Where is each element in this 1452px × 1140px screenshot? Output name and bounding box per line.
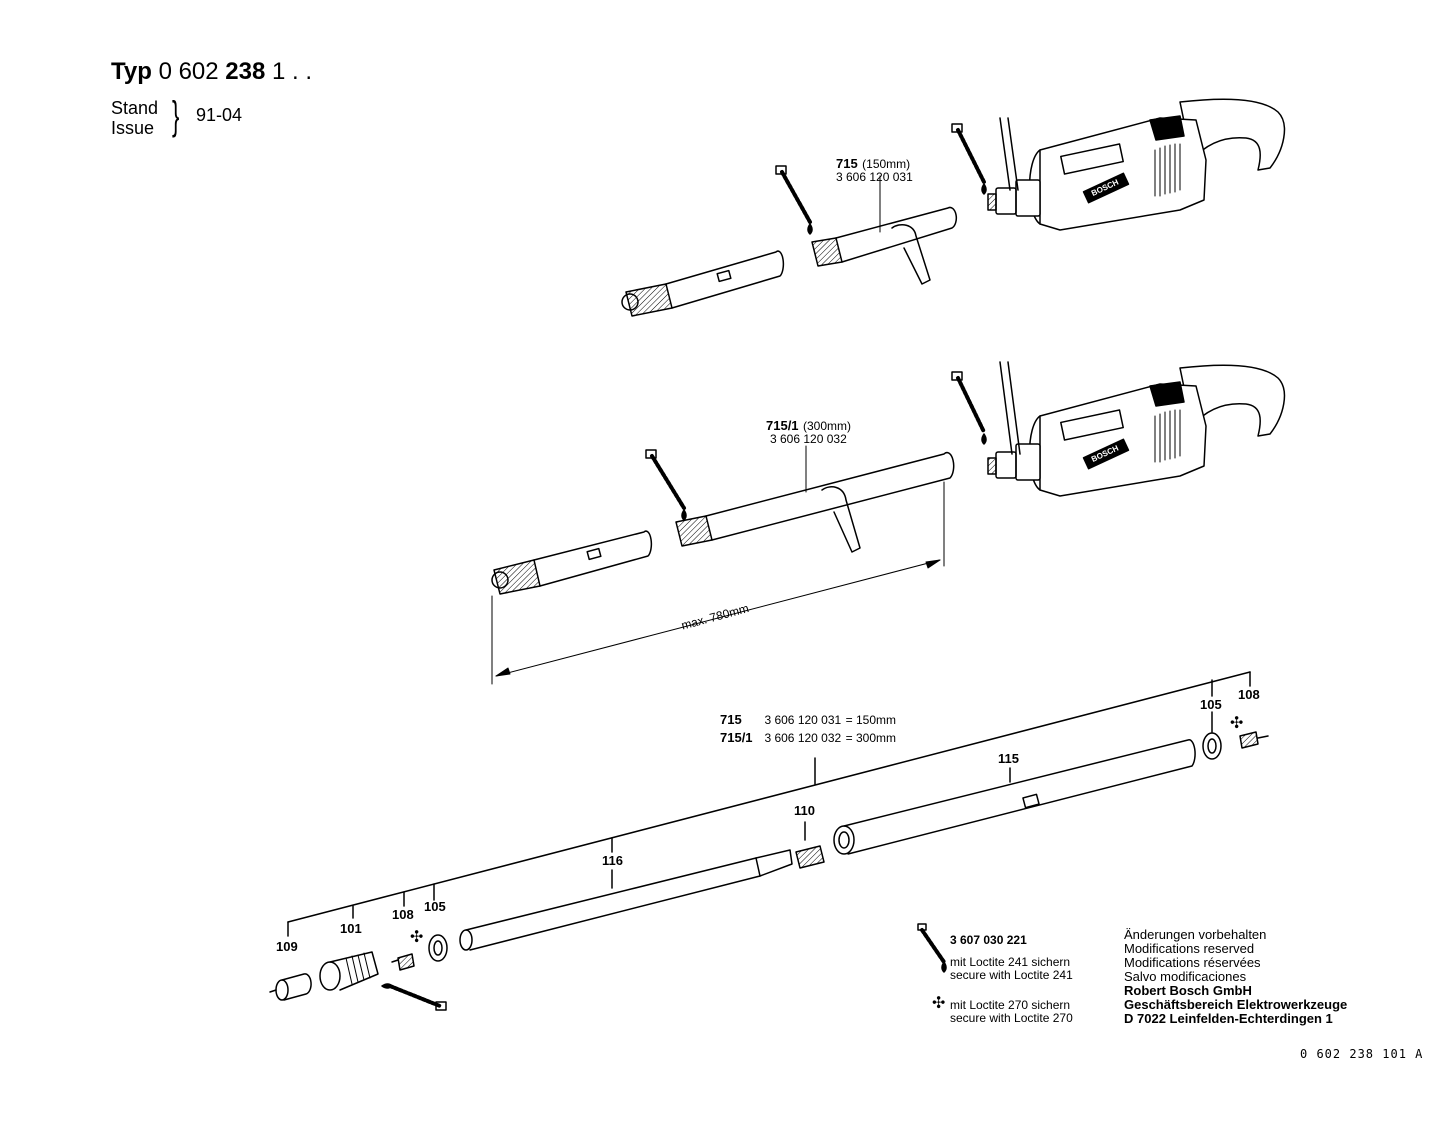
part-105-right-washer <box>1202 732 1222 760</box>
max-length-dimension <box>491 481 945 685</box>
middle-shaft <box>491 530 653 595</box>
middle-order-number: 3 606 120 032 <box>770 432 847 446</box>
part-108-left-nut <box>391 953 415 971</box>
legend-cross-symbol: ✣ <box>932 995 946 1012</box>
top-extension-tube <box>775 165 958 285</box>
top-part-size: (150mm) <box>862 157 911 171</box>
legend-loctite-241-en: secure with Loctite 241 <box>950 968 1073 982</box>
part-115-outer-tube <box>833 739 1196 855</box>
variant-1-length: = 150mm <box>845 713 897 727</box>
company-address: D 7022 Leinfelden-Echterdingen 1 <box>1124 1011 1333 1026</box>
middle-part-size: (300mm) <box>803 419 852 433</box>
loctite-270-marker-left: ✣ <box>410 929 424 946</box>
part-108-right-nut <box>1239 731 1269 749</box>
type-suffix: 1 . . <box>272 58 313 85</box>
middle-drill-body <box>951 361 1286 497</box>
variant-2-row: 715/1 3 606 120 032 = 300mm <box>720 730 896 746</box>
part-110-threaded-bush <box>795 845 825 869</box>
note-de: Änderungen vorbehalten <box>1124 927 1267 942</box>
issue-label: Issue <box>111 118 155 138</box>
legend-loctite-241: mit Loctite 241 sichern secure with Loct… <box>950 956 1073 982</box>
callout-reference-line <box>287 671 1251 937</box>
variant-1-part: 715 <box>720 712 742 727</box>
part-105-left-washer <box>428 934 448 962</box>
callout-108-right: 108 <box>1238 687 1260 702</box>
variant-1-row: 715 3 606 120 031 = 150mm <box>720 712 896 728</box>
note-fr: Modifications réservées <box>1124 955 1261 970</box>
variant-2-length: = 300mm <box>845 731 897 745</box>
stand-label: Stand <box>111 98 159 118</box>
loctite-270-marker-right: ✣ <box>1230 715 1244 732</box>
variant-1-number: 3 606 120 031 <box>764 713 842 727</box>
variant-2-number: 3 606 120 032 <box>764 731 842 745</box>
legend-loctite-270-en: secure with Loctite 270 <box>950 1011 1073 1025</box>
legend-screw-part-number: 3 607 030 221 <box>950 933 1027 947</box>
part-109-cap <box>269 973 312 1001</box>
legend-screw-icon <box>917 923 947 973</box>
middle-extension-tube <box>645 445 955 553</box>
company-division: Geschäftsbereich Elektrowerkzeuge <box>1124 997 1348 1012</box>
type-number-b: 238 <box>225 58 266 85</box>
top-part-number: 715 <box>836 156 858 171</box>
legend-screw-number: 3 607 030 221 <box>950 934 1027 947</box>
document-number: 0 602 238 101 A <box>1300 1047 1424 1061</box>
middle-assembly-label: 715/1 (300mm) <box>766 418 851 434</box>
middle-part-number: 715/1 <box>766 418 799 433</box>
type-prefix: Typ <box>111 58 152 85</box>
callout-116: 116 <box>602 853 623 868</box>
modification-notes: Änderungen vorbehalten Modifications res… <box>1124 928 1347 1026</box>
callout-105-right: 105 <box>1200 697 1222 712</box>
callout-105-left: 105 <box>424 899 446 914</box>
legend-loctite-270-de: mit Loctite 270 sichern <box>950 998 1071 1012</box>
note-en: Modifications reserved <box>1124 941 1255 956</box>
top-drill-body <box>951 98 1286 231</box>
company-name: Robert Bosch GmbH <box>1124 983 1252 998</box>
top-shaft <box>621 250 785 317</box>
callout-109: 109 <box>276 939 298 954</box>
callout-115: 115 <box>998 751 1019 766</box>
part-116-inner-shaft <box>459 849 793 951</box>
callout-110: 110 <box>794 803 815 818</box>
part-101-chuck <box>319 951 447 1011</box>
note-es: Salvo modificaciones <box>1124 969 1247 984</box>
top-assembly-label: 715 (150mm) <box>836 156 910 172</box>
type-title: Typ 0 602 238 1 . . <box>111 60 312 84</box>
stand-issue-labels: Stand Issue <box>111 98 158 138</box>
variant-2-part: 715/1 <box>720 730 753 745</box>
brace-glyph: } <box>172 94 180 138</box>
callout-108-left: 108 <box>392 907 414 922</box>
legend-loctite-241-de: mit Loctite 241 sichern <box>950 955 1071 969</box>
issue-date: 91-04 <box>196 105 243 125</box>
type-number-a: 0 602 <box>158 58 219 85</box>
top-order-number: 3 606 120 031 <box>836 170 913 184</box>
callout-101: 101 <box>340 921 362 936</box>
legend-loctite-270: mit Loctite 270 sichern secure with Loct… <box>950 999 1073 1025</box>
